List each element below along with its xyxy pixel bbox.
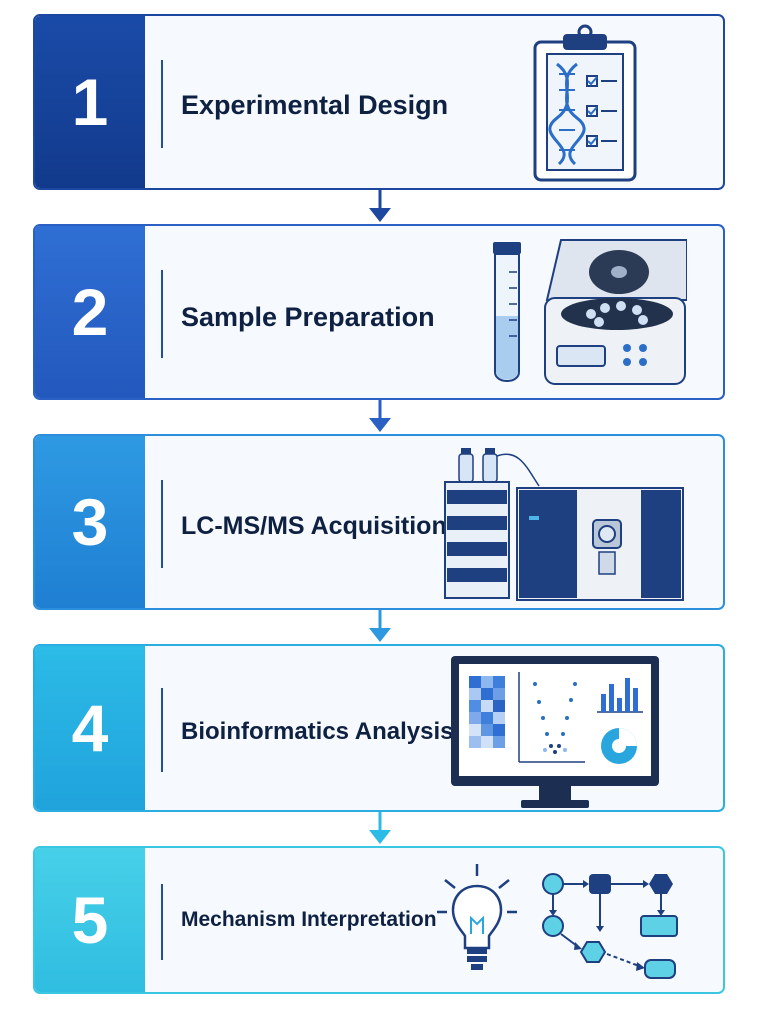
step-3-divider <box>161 480 163 568</box>
lightbulb-network-icon <box>437 864 678 979</box>
arrow-2-3 <box>369 400 391 432</box>
step-4-label: Bioinformatics Analysis <box>181 718 454 745</box>
step-1-divider <box>161 60 163 148</box>
step-2-label: Sample Preparation <box>181 302 435 332</box>
step-3-card: 3 LC-MS/MS Acquisition <box>33 434 725 610</box>
step-2-number: 2 <box>35 226 145 398</box>
step-4-divider <box>161 688 163 772</box>
step-1-label: Experimental Design <box>181 90 449 120</box>
step-5-label: Mechanism Interpretation <box>181 908 437 931</box>
step-3-label: LC-MS/MS Acquisition <box>181 512 447 540</box>
mass-spectrometer-icon <box>444 448 684 601</box>
step-5-card: 5 Mechanism Interpretation <box>33 846 725 994</box>
step-4-card: 4 Bioinformatics Analysis <box>33 644 725 812</box>
step-2-divider <box>161 270 163 358</box>
centrifuge-icon <box>493 239 687 385</box>
step-5-number: 5 <box>35 848 145 992</box>
clipboard-dna-icon <box>533 24 637 182</box>
step-1-card: 1 Experimental Design <box>33 14 725 190</box>
arrow-1-2 <box>369 190 391 222</box>
monitor-charts-icon <box>451 656 659 808</box>
step-2-card: 2 Sample Preparation <box>33 224 725 400</box>
step-3-number: 3 <box>35 436 145 608</box>
step-5-divider <box>161 884 163 960</box>
arrow-4-5 <box>369 812 391 844</box>
arrow-3-4 <box>369 610 391 642</box>
step-1-number: 1 <box>35 16 145 188</box>
step-4-number: 4 <box>35 646 145 810</box>
